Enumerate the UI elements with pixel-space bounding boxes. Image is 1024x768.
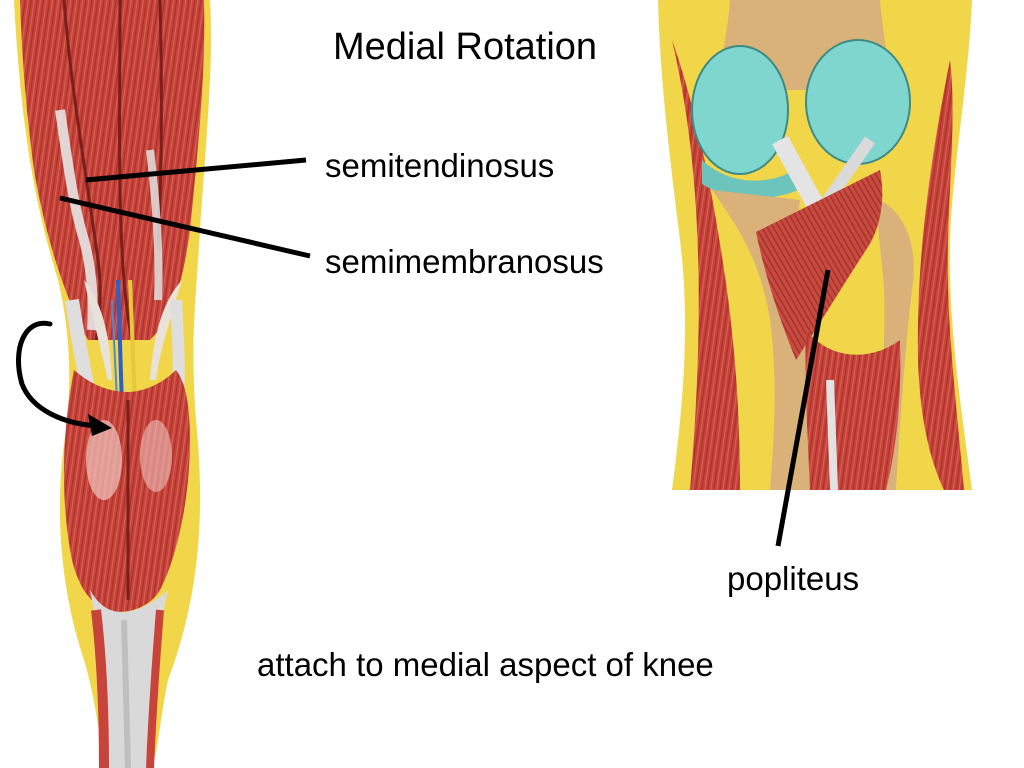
rotation-arrow xyxy=(16,320,112,436)
semimembranosus-label: semimembranosus xyxy=(325,243,604,280)
popliteus-leader-line xyxy=(775,269,831,547)
semimembranosus-leader-line xyxy=(59,195,311,259)
knee-joint-illustration xyxy=(658,0,972,491)
popliteus-label: popliteus xyxy=(727,560,860,597)
caption: attach to medial aspect of knee xyxy=(257,646,714,683)
posterior-leg-illustration xyxy=(14,0,212,768)
semitendinosus-label: semitendinosus xyxy=(325,147,555,184)
semitendinosus-leader-line xyxy=(85,157,307,183)
slide-title: Medial Rotation xyxy=(333,26,598,68)
